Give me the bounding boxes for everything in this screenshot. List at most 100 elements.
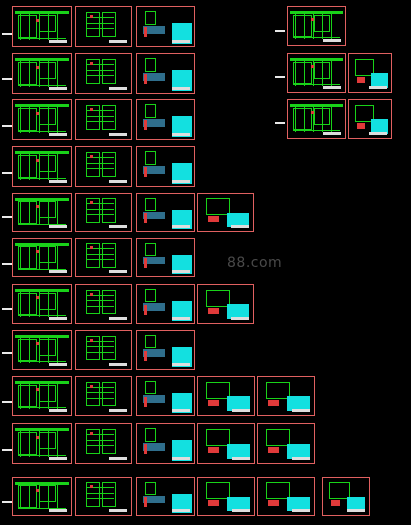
schematic-marker — [310, 111, 314, 115]
row-10-sheet-3[interactable] — [136, 423, 195, 464]
row-10-sheet-4[interactable] — [197, 423, 255, 464]
row-5-sheet-3[interactable] — [136, 193, 195, 232]
row-11-sheet-6[interactable] — [322, 477, 370, 516]
row-6-sheet-3[interactable] — [136, 238, 195, 277]
row-3-sheet-1[interactable] — [12, 99, 72, 140]
row-8-sheet-2[interactable] — [75, 330, 132, 370]
schematic-busbar — [290, 103, 343, 107]
row-9-sheet-4[interactable] — [197, 376, 255, 416]
row-10-sheet-1[interactable] — [12, 423, 72, 464]
schematic-wire — [57, 199, 59, 226]
schematic-busbar — [15, 334, 69, 338]
schematic-marker — [36, 296, 40, 300]
layout-frame — [85, 151, 100, 178]
row-11-sheet-3[interactable] — [136, 477, 195, 516]
row-8-sheet-1[interactable] — [12, 330, 72, 370]
right-row-3-sheet-2[interactable] — [348, 99, 392, 139]
schematic-wire — [47, 152, 49, 180]
row-9-sheet-2[interactable] — [75, 376, 132, 416]
panel-table — [142, 349, 166, 357]
row-6-sheet-2[interactable] — [75, 238, 132, 277]
row-4-sheet-2[interactable] — [75, 146, 132, 187]
row-1-sheet-3[interactable] — [136, 6, 195, 47]
schematic-busbar — [15, 150, 69, 154]
panel-cyan-block — [172, 70, 192, 91]
schematic-wire — [57, 244, 59, 271]
schematic-wire — [294, 105, 296, 132]
layout-frame — [85, 381, 100, 407]
row-7-sheet-4[interactable] — [197, 284, 254, 324]
row-5-sheet-2[interactable] — [75, 193, 132, 232]
row-11-sheet-5[interactable] — [257, 477, 315, 516]
row-10-sheet-2[interactable] — [75, 423, 132, 464]
row-9-sheet-3[interactable] — [136, 376, 195, 416]
row-10-label-marker — [2, 449, 12, 451]
schematic-wire — [313, 105, 315, 132]
row-11-sheet-1[interactable] — [12, 477, 72, 516]
row-5-sheet-1[interactable] — [12, 193, 72, 232]
schematic-block — [17, 14, 38, 39]
row-1-sheet-2[interactable] — [75, 6, 132, 47]
schematic-block — [17, 246, 38, 269]
right-row-3-sheet-1[interactable] — [287, 99, 346, 139]
schematic-wire — [29, 290, 31, 317]
row-2-sheet-3[interactable] — [136, 53, 195, 94]
small-cyan-block — [346, 496, 366, 512]
panel-table — [142, 442, 166, 451]
schematic-wire — [38, 199, 40, 226]
title-block — [347, 509, 365, 512]
row-9-sheet-5[interactable] — [257, 376, 315, 416]
panel-cyan-block — [172, 254, 192, 274]
schematic-marker — [36, 158, 40, 162]
panel-marker — [143, 444, 147, 455]
schematic-wire — [38, 429, 40, 457]
row-7-sheet-3[interactable] — [136, 284, 195, 324]
layout-line — [85, 386, 115, 388]
row-10-sheet-5[interactable] — [257, 423, 315, 464]
schematic-wire — [38, 12, 40, 40]
right-row-2-sheet-1[interactable] — [287, 53, 346, 93]
schematic-block — [39, 338, 56, 356]
row-7-sheet-2[interactable] — [75, 284, 132, 324]
row-11-sheet-2[interactable] — [75, 477, 132, 516]
schematic-wire — [292, 37, 341, 39]
title-block — [49, 317, 67, 320]
panel-table — [142, 211, 166, 220]
schematic-wire — [47, 105, 49, 133]
panel-table — [142, 25, 166, 34]
row-3-sheet-2[interactable] — [75, 99, 132, 140]
row-9-sheet-1[interactable] — [12, 376, 72, 416]
schematic-wire — [29, 336, 31, 363]
schematic-block — [39, 201, 56, 219]
row-1-sheet-1[interactable] — [12, 6, 72, 47]
row-7-sheet-1[interactable] — [12, 284, 72, 324]
row-8-sheet-3[interactable] — [136, 330, 195, 370]
title-block — [49, 363, 67, 366]
layout-marker — [90, 338, 94, 342]
row-6-sheet-1[interactable] — [12, 238, 72, 277]
schematic-wire — [331, 105, 333, 132]
row-5-sheet-4[interactable] — [197, 193, 254, 232]
schematic-wire — [292, 130, 341, 132]
right-row-2-sheet-2[interactable] — [348, 53, 392, 93]
row-3-sheet-3[interactable] — [136, 99, 195, 140]
row-4-sheet-3[interactable] — [136, 146, 195, 187]
title-block — [231, 317, 249, 320]
panel-cyan-block — [172, 116, 192, 137]
schematic-wire — [17, 85, 67, 87]
title-block — [369, 86, 387, 89]
schematic-wire — [19, 429, 21, 457]
row-2-sheet-2[interactable] — [75, 53, 132, 94]
row-11-sheet-4[interactable] — [197, 477, 255, 516]
row-4-sheet-1[interactable] — [12, 146, 72, 187]
schematic-block — [39, 61, 56, 80]
right-row-1-sheet-1[interactable] — [287, 6, 346, 46]
row-2-sheet-1[interactable] — [12, 53, 72, 94]
schematic-busbar — [15, 427, 69, 431]
title-block — [109, 457, 127, 460]
schematic-wire — [303, 105, 305, 132]
layout-line — [85, 492, 115, 494]
schematic-wire — [29, 382, 31, 409]
schematic-wire — [57, 105, 59, 133]
